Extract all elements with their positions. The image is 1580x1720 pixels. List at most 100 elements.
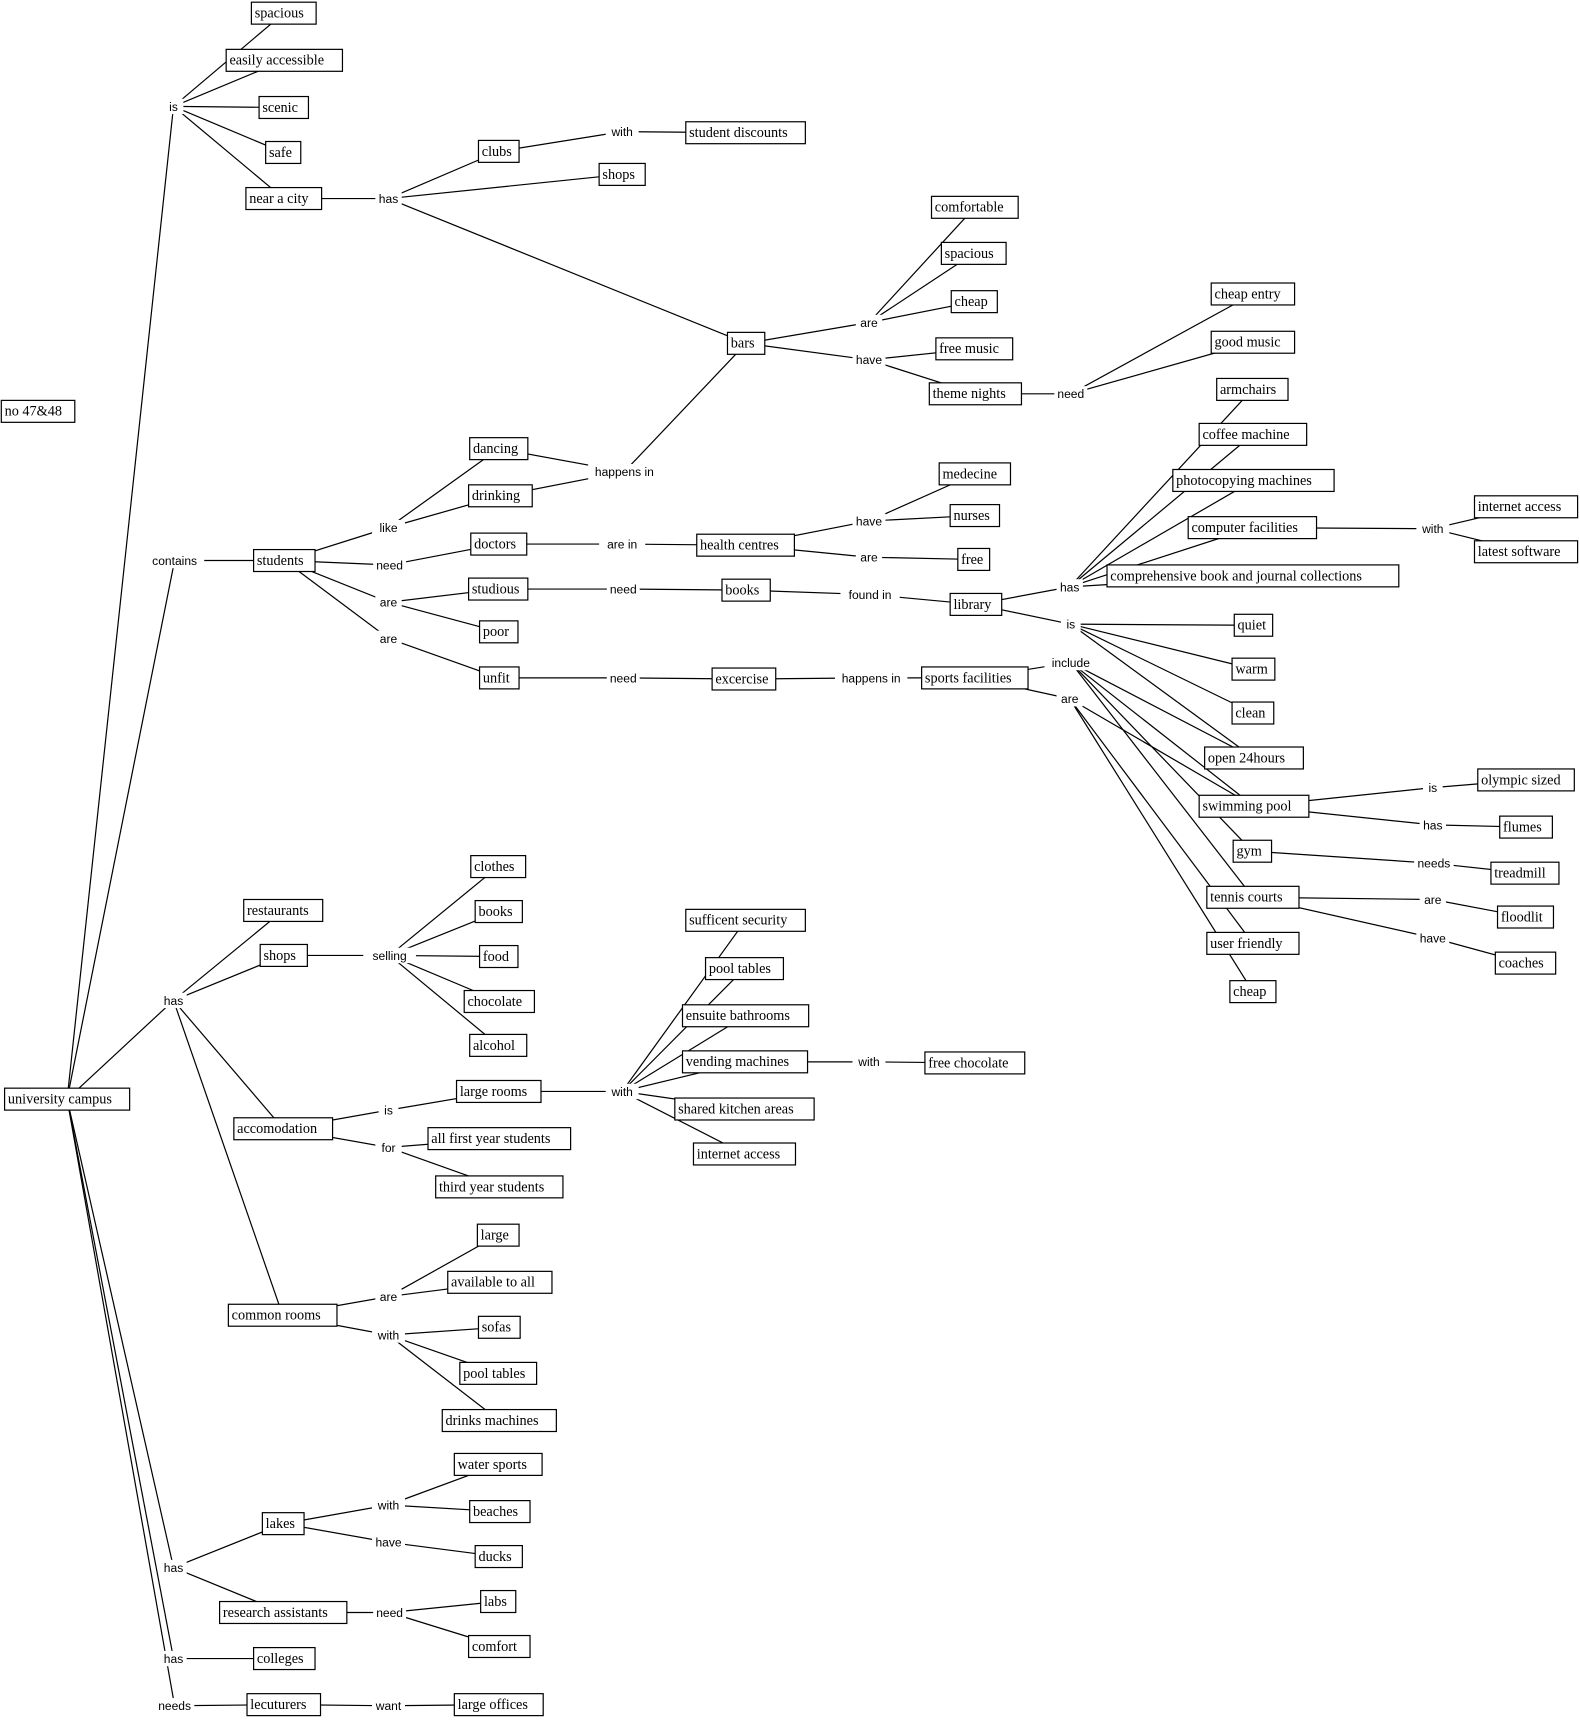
concept-node-shops1[interactable]: shops: [598, 162, 646, 186]
link-label-are2[interactable]: are: [855, 549, 883, 565]
concept-node-suff[interactable]: sufficent security: [685, 908, 806, 932]
concept-node-drinks[interactable]: drinks machines: [441, 1408, 557, 1433]
link-label-happensin2[interactable]: happens in: [834, 670, 908, 686]
concept-node-olympic[interactable]: olympic sized: [1477, 768, 1575, 792]
concept-node-coffee[interactable]: coffee machine: [1198, 422, 1308, 446]
concept-node-no4748[interactable]: no 47&48: [0, 399, 76, 423]
link-label-need1[interactable]: need: [1054, 386, 1088, 402]
concept-node-vending[interactable]: vending machines: [681, 1050, 809, 1074]
link-label-with1[interactable]: with: [605, 123, 639, 140]
concept-node-tennis[interactable]: tennis courts: [1206, 885, 1300, 909]
concept-node-warm[interactable]: warm: [1231, 657, 1276, 681]
concept-node-swimming[interactable]: swimming pool: [1198, 794, 1310, 818]
link-label-with5[interactable]: with: [372, 1327, 405, 1343]
link-label-for[interactable]: for: [375, 1139, 402, 1156]
concept-node-easily[interactable]: easily accessible: [225, 48, 344, 72]
concept-node-accom[interactable]: accomodation: [233, 1117, 334, 1141]
concept-node-free[interactable]: free: [957, 547, 991, 572]
concept-node-largerooms[interactable]: large rooms: [455, 1079, 542, 1104]
concept-node-drinking[interactable]: drinking: [467, 484, 533, 508]
concept-node-nearcity[interactable]: near a city: [245, 186, 323, 211]
concept-node-shops2[interactable]: shops: [259, 943, 308, 968]
concept-node-scenic[interactable]: scenic: [258, 95, 310, 120]
link-label-are4[interactable]: are: [375, 630, 402, 647]
concept-node-excercise[interactable]: excercise: [711, 667, 777, 691]
concept-node-gym[interactable]: gym: [1232, 839, 1273, 863]
concept-node-goodmusic[interactable]: good music: [1210, 330, 1296, 354]
link-label-with3[interactable]: with: [605, 1083, 639, 1100]
link-label-are7[interactable]: are: [375, 1288, 402, 1305]
link-label-include[interactable]: include: [1044, 654, 1098, 671]
concept-node-latest[interactable]: latest software: [1473, 540, 1579, 564]
concept-node-ducks[interactable]: ducks: [474, 1544, 523, 1569]
concept-node-available[interactable]: available to all: [447, 1270, 553, 1294]
link-label-is1[interactable]: is: [163, 98, 184, 115]
concept-node-floodlit[interactable]: floodlit: [1496, 905, 1555, 929]
concept-node-safe[interactable]: safe: [265, 140, 302, 165]
link-label-have3[interactable]: have: [1416, 930, 1450, 946]
concept-node-labs[interactable]: labs: [480, 1589, 517, 1614]
concept-node-unfit[interactable]: unfit: [478, 666, 520, 690]
concept-node-treadmill[interactable]: treadmill: [1490, 861, 1560, 885]
link-label-is2[interactable]: is: [1060, 616, 1081, 632]
concept-node-watersports[interactable]: water sports: [453, 1452, 543, 1476]
link-label-foundin[interactable]: found in: [840, 586, 900, 603]
concept-node-largeoffices[interactable]: large offices: [453, 1693, 544, 1717]
concept-node-open24[interactable]: open 24hours: [1204, 746, 1304, 770]
link-label-are1[interactable]: are: [855, 314, 883, 331]
link-label-like[interactable]: like: [372, 519, 405, 536]
link-label-have2[interactable]: have: [852, 513, 886, 529]
concept-node-studious[interactable]: studious: [467, 577, 529, 601]
concept-node-cheapentry[interactable]: cheap entry: [1210, 282, 1296, 306]
concept-node-books1[interactable]: books: [721, 578, 771, 602]
link-label-has5[interactable]: has: [160, 1559, 187, 1576]
link-label-has1[interactable]: has: [375, 190, 402, 207]
link-label-are3[interactable]: are: [375, 594, 402, 610]
link-label-with2[interactable]: with: [1416, 521, 1450, 537]
concept-node-shared[interactable]: shared kitchen areas: [674, 1097, 815, 1121]
concept-node-nurses[interactable]: nurses: [949, 503, 1001, 528]
concept-node-comfort[interactable]: comfort: [467, 1634, 531, 1659]
concept-node-internet1[interactable]: internet access: [1473, 495, 1579, 519]
concept-node-sports[interactable]: sports facilities: [921, 666, 1029, 690]
link-label-has6[interactable]: has: [160, 1650, 187, 1667]
link-label-are5[interactable]: are: [1056, 691, 1083, 707]
concept-node-bars[interactable]: bars: [726, 331, 766, 355]
concept-node-sofas[interactable]: sofas: [477, 1315, 521, 1339]
link-label-has2[interactable]: has: [1056, 579, 1083, 595]
link-label-with6[interactable]: with: [372, 1497, 405, 1513]
concept-node-uc[interactable]: university campus: [3, 1087, 131, 1111]
concept-node-colleges[interactable]: colleges: [252, 1646, 316, 1671]
link-label-needs1[interactable]: needs: [1414, 855, 1454, 871]
concept-node-restaurants[interactable]: restaurants: [243, 898, 324, 923]
link-label-has3[interactable]: has: [1419, 817, 1446, 833]
concept-node-spacious[interactable]: spacious: [250, 1, 317, 25]
concept-node-themenights[interactable]: theme nights: [928, 382, 1023, 406]
concept-node-food[interactable]: food: [478, 944, 519, 969]
concept-node-pool2[interactable]: pool tables: [459, 1361, 538, 1385]
link-label-need5[interactable]: need: [373, 1604, 407, 1621]
concept-node-books2[interactable]: books: [474, 899, 523, 924]
concept-node-flumes[interactable]: flumes: [1499, 815, 1553, 839]
concept-node-clubs[interactable]: clubs: [477, 139, 520, 163]
concept-node-chocolate[interactable]: chocolate: [463, 989, 536, 1014]
concept-node-ensuite[interactable]: ensuite bathrooms: [681, 1004, 810, 1028]
concept-node-clean[interactable]: clean: [1231, 701, 1275, 725]
link-label-needs2[interactable]: needs: [154, 1698, 195, 1714]
concept-node-common[interactable]: common rooms: [227, 1303, 338, 1327]
concept-node-doctors[interactable]: doctors: [470, 532, 528, 556]
concept-node-large[interactable]: large: [476, 1223, 520, 1247]
concept-node-userfriendly[interactable]: user friendly: [1206, 931, 1300, 955]
concept-node-coaches[interactable]: coaches: [1494, 951, 1557, 975]
concept-node-health[interactable]: health centres: [696, 533, 795, 557]
link-label-is4[interactable]: is: [378, 1102, 399, 1118]
link-label-need2[interactable]: need: [373, 557, 407, 573]
link-label-are6[interactable]: are: [1419, 891, 1446, 908]
concept-node-clothes[interactable]: clothes: [470, 855, 527, 879]
concept-node-dancing[interactable]: dancing: [469, 437, 529, 461]
link-label-want[interactable]: want: [372, 1698, 405, 1714]
concept-node-pool1[interactable]: pool tables: [704, 957, 785, 981]
concept-node-medecine[interactable]: medecine: [938, 462, 1012, 486]
link-label-have4[interactable]: have: [372, 1534, 405, 1550]
concept-node-research[interactable]: research assistants: [218, 1600, 348, 1625]
